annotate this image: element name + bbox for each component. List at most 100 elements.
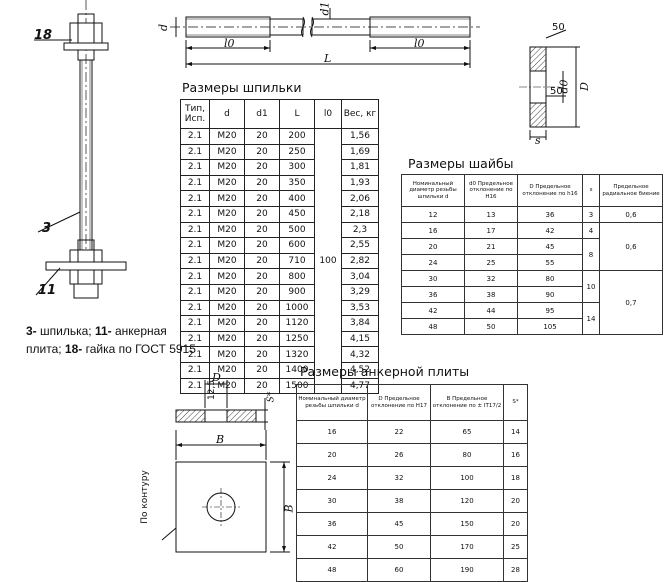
cell: 17 [464,222,518,239]
cell: 20 [244,377,280,395]
cell: 1,69 [341,143,379,161]
plate-dim-B-top: B [216,433,225,446]
cell: 100 [430,466,504,490]
cell: 1,93 [341,174,379,192]
cell: M20 [209,205,245,223]
cell: 20 [401,238,465,255]
cell: 2.1 [180,283,210,301]
cell: 300 [279,159,315,176]
cell: 48 [401,318,465,335]
callout-11: 11 [38,283,57,298]
cell: 190 [430,558,504,582]
cell: 60 [367,558,431,582]
cell: 800 [279,268,315,285]
cell: 20 [244,174,280,192]
callout-18: 18 [34,28,53,43]
cell: 3,29 [341,283,379,301]
plate-col-d: Номинальный диаметр резьбы шпильки d [296,384,368,421]
washer-col-runout: Предельное радиальное биение [599,174,663,207]
washer-d0: d0 [557,79,571,94]
cell: 2.1 [180,346,210,363]
plate-top-view [175,461,267,553]
cell: 20 [244,252,280,270]
cell: M20 [209,330,245,348]
cell: 120 [430,489,504,513]
cell: M20 [209,252,245,270]
top-nut [69,22,103,44]
cell: 350 [279,174,315,192]
cell: 3,84 [341,315,379,332]
cell: 2.1 [180,361,210,379]
cell: 90 [517,286,583,303]
plate-contour-note: По контуру [139,470,150,524]
cell: 25 [464,254,518,271]
cell: M20 [209,299,245,317]
cell: 65 [430,420,504,444]
cell: 12 [401,206,465,223]
cell: 3 [582,206,600,223]
cell: 900 [279,283,315,301]
cell: 20 [244,205,280,223]
cell: 30 [401,270,465,287]
cell: 20 [244,190,280,207]
washer-s: s [535,134,541,147]
cell: 42 [401,302,465,319]
cell: 0,6 [599,222,663,271]
cell: 250 [279,143,315,161]
cell: 2.1 [180,252,210,270]
stud-table-title: Размеры шпильки [182,80,302,95]
cell: 20 [296,443,368,467]
cell: 20 [244,159,280,176]
cell: 30 [296,489,368,513]
technical-drawing [34,0,580,553]
cell: M20 [209,237,245,254]
cell: 8 [582,238,600,271]
cell: 20 [503,512,528,536]
cell: M20 [209,174,245,192]
cell: 32 [367,466,431,490]
cell: 36 [517,206,583,223]
cell: 21 [464,238,518,255]
legend-num-11: 11- [94,324,112,338]
plate-col-S: S* [503,384,528,421]
cell: 20 [244,128,280,145]
cell: 150 [430,512,504,536]
cell: 2.1 [180,205,210,223]
anchor-plate-side [45,261,127,271]
stud-col-weight: Вес, кг [341,99,379,129]
cell: 25 [503,535,528,559]
cell: 200 [279,128,315,145]
cell: 2,3 [341,221,379,239]
legend-num-18: 18- [64,342,83,356]
cell: 710 [279,252,315,270]
cell: 20 [503,489,528,513]
cell: 48 [296,558,368,582]
washer-col-D: D Предельное отклонение по h16 [517,174,583,207]
cell: 42 [296,535,368,559]
cell: M20 [209,361,245,379]
legend-text-2: анкерная [111,324,167,338]
cell: 1,81 [341,159,379,176]
cell: 2.1 [180,377,210,395]
cell: 2.1 [180,299,210,317]
cell: 2.1 [180,174,210,192]
cell: 1000 [279,299,315,317]
cell: M20 [209,128,245,145]
